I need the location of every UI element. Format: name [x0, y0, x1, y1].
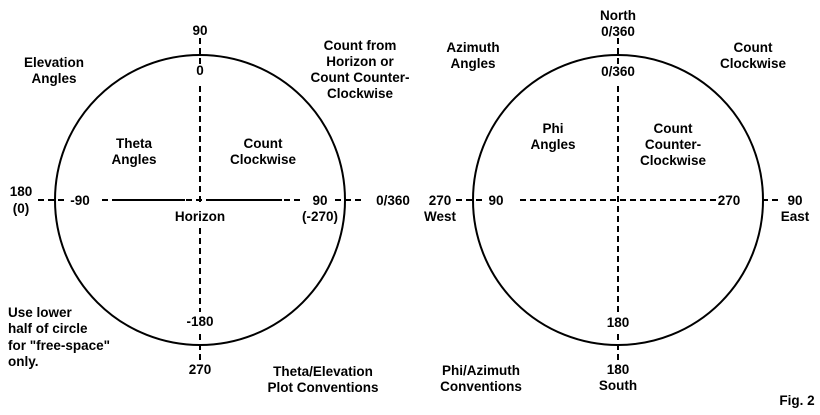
count-from-horizon-note: Clockwise [327, 86, 394, 101]
count-clockwise-label: Count [244, 136, 283, 151]
count-counter-clockwise-label: Counter- [645, 137, 701, 152]
count-from-horizon-note: Count from [324, 38, 397, 53]
azimuth-angles-label: Angles [450, 56, 495, 71]
west-label: West [424, 209, 457, 224]
north-label: North [600, 8, 636, 23]
west-angle-label: 270 [429, 193, 452, 208]
south-angle-label: 180 [607, 362, 630, 377]
free-space-note: for "free-space" [8, 338, 110, 353]
phi-azimuth-caption: Conventions [440, 379, 522, 394]
top-inner-label: 0/360 [601, 64, 635, 79]
left-inner-label: -90 [70, 193, 90, 208]
free-space-note: Use lower [8, 305, 73, 320]
phi-azimuth-diagram: North 0/360 0/360 Azimuth Angles Count C… [424, 8, 810, 394]
left-outer-label: 180 [10, 184, 33, 199]
left-top-outer-label: 90 [192, 23, 207, 38]
left-top-inner-label: 0 [196, 63, 204, 78]
right-inner-label: (-270) [302, 209, 338, 224]
theta-angles-label: Theta [116, 136, 152, 151]
phi-azimuth-caption: Phi/Azimuth [442, 363, 520, 378]
count-clockwise-label: Count [734, 40, 773, 55]
count-from-horizon-note: Count Counter- [311, 70, 410, 85]
right-outer-label: 0/360 [376, 193, 410, 208]
azimuth-angles-label: Azimuth [446, 40, 499, 55]
bottom-inner-label: 180 [607, 315, 630, 330]
right-inner-label: 90 [312, 193, 327, 208]
free-space-note: half of circle [8, 321, 88, 336]
elevation-angles-label: Elevation [24, 55, 84, 70]
elevation-angles-label: Angles [31, 71, 76, 86]
phi-angles-label: Angles [530, 137, 575, 152]
theta-elevation-caption: Theta/Elevation [273, 364, 373, 379]
count-counter-clockwise-label: Count [654, 121, 693, 136]
theta-elevation-caption: Plot Conventions [268, 380, 379, 395]
phi-angles-label: Phi [542, 121, 563, 136]
bottom-inner-label: -180 [186, 314, 213, 329]
north-angle-label: 0/360 [601, 24, 635, 39]
right-inner-label: 270 [718, 193, 741, 208]
figure-label: Fig. 2 [779, 393, 814, 408]
east-angle-label: 90 [787, 193, 802, 208]
horizon-label: Horizon [175, 209, 225, 224]
theta-angles-label: Angles [111, 152, 156, 167]
left-inner-label: 90 [488, 193, 503, 208]
free-space-note: only. [8, 354, 39, 369]
east-label: East [781, 209, 810, 224]
bottom-outer-label: 270 [189, 362, 212, 377]
left-outer-label: (0) [13, 201, 30, 216]
count-clockwise-label: Clockwise [720, 56, 787, 71]
count-from-horizon-note: Horizon or [326, 54, 394, 69]
theta-elevation-diagram: 90 0 Elevation Angles Count from Horizon… [8, 23, 410, 395]
count-clockwise-label: Clockwise [230, 152, 297, 167]
count-counter-clockwise-label: Clockwise [640, 153, 707, 168]
south-label: South [599, 378, 637, 393]
